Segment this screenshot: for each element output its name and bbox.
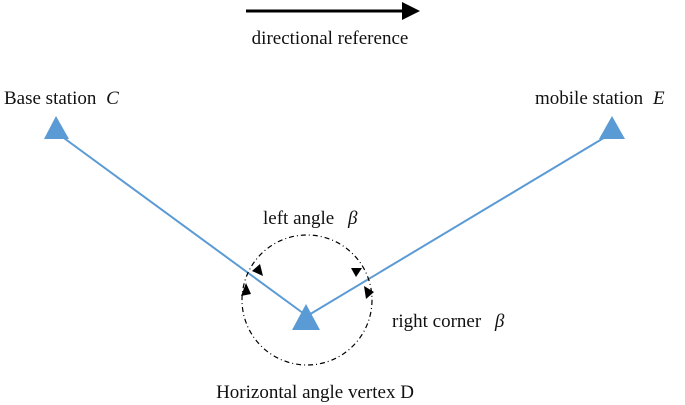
base-station-label: Base station C (4, 88, 119, 109)
right-angle-arrow-icon (351, 268, 362, 277)
vertex-label: Horizontal angle vertex D (216, 382, 414, 403)
vertex-triangle-icon (292, 304, 320, 330)
left-angle-text: left angle (263, 208, 334, 229)
base-station-symbol: C (106, 88, 119, 109)
left-angle-symbol: β (347, 208, 358, 229)
line-mobile-to-vertex (306, 132, 613, 317)
mobile-station-text: mobile station (535, 88, 644, 109)
base-station-text: Base station (4, 88, 97, 109)
left-angle-label: left angle β (263, 208, 358, 229)
angle-arc (241, 234, 373, 366)
line-base-to-vertex (56, 132, 308, 317)
reference-arrowhead-icon (402, 2, 420, 20)
left-angle-arrow-icon (252, 264, 263, 276)
mobile-station-symbol: E (652, 88, 665, 109)
reference-label: directional reference (252, 28, 409, 49)
mobile-station-triangle-icon (599, 116, 625, 139)
directional-reference: directional reference (246, 2, 420, 49)
right-corner-symbol: β (494, 311, 505, 332)
right-corner-text: right corner (392, 311, 482, 332)
right-angle-lower-arrow-icon (364, 286, 374, 299)
mobile-station-label: mobile station E (535, 88, 665, 109)
left-angle-lower-arrow-icon (241, 283, 251, 296)
right-corner-label: right corner β (392, 311, 505, 332)
base-station-triangle-icon (44, 116, 69, 139)
